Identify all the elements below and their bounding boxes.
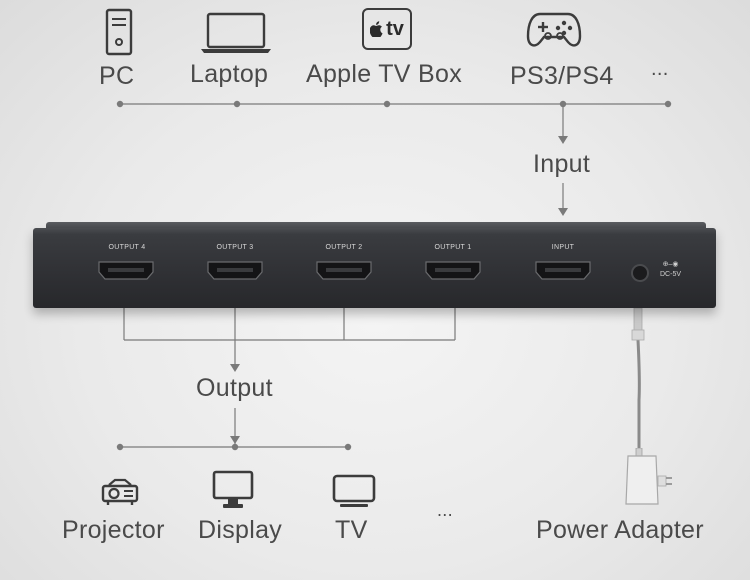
- source-label-ps: PS3/PS4: [510, 62, 614, 90]
- apple-tv-icon: tv: [362, 8, 412, 50]
- apple-logo-icon: [370, 21, 383, 37]
- display-label-display: Display: [198, 516, 283, 544]
- hdmi-port-output-4: [98, 261, 154, 280]
- hdmi-port-input: [535, 261, 591, 280]
- source-more-ellipsis: ...: [651, 58, 669, 80]
- display-label-tv: TV: [335, 516, 368, 544]
- port-label-output-2: OUTPUT 2: [325, 244, 363, 251]
- source-label-apple-tv: Apple TV Box: [306, 60, 463, 88]
- input-label: Input: [533, 150, 591, 178]
- dc-voltage-label: DC-5V: [660, 271, 682, 278]
- apple-tv-logo-text: tv: [386, 17, 404, 40]
- splitter-top-edge: [46, 222, 706, 232]
- dc-label: ⊕–◉ DC-5V: [660, 260, 681, 280]
- port-label-output-4: OUTPUT 4: [108, 244, 146, 251]
- port-label-input: INPUT: [551, 244, 575, 251]
- monitor-icon: [212, 470, 254, 508]
- display-label-projector: Projector: [62, 516, 165, 544]
- output-label: Output: [196, 374, 273, 402]
- source-label-pc: PC: [99, 62, 135, 90]
- laptop-icon: [201, 12, 271, 53]
- port-label-output-3: OUTPUT 3: [216, 244, 254, 251]
- power-adapter-icon: [625, 448, 672, 505]
- gamepad-icon: [526, 12, 582, 47]
- hdmi-port-output-3: [207, 261, 263, 280]
- pc-tower-icon: [105, 8, 133, 56]
- tv-icon: [332, 474, 376, 507]
- hdmi-port-output-2: [316, 261, 372, 280]
- projector-icon: [101, 478, 139, 505]
- hdmi-port-output-1: [425, 261, 481, 280]
- source-label-laptop: Laptop: [190, 60, 269, 88]
- display-more-ellipsis: ...: [437, 500, 453, 520]
- dc-polarity-icon: ⊕–◉: [662, 261, 679, 268]
- power-adapter-label: Power Adapter: [536, 516, 704, 544]
- port-label-output-1: OUTPUT 1: [434, 244, 472, 251]
- dc-power-jack: [631, 264, 649, 282]
